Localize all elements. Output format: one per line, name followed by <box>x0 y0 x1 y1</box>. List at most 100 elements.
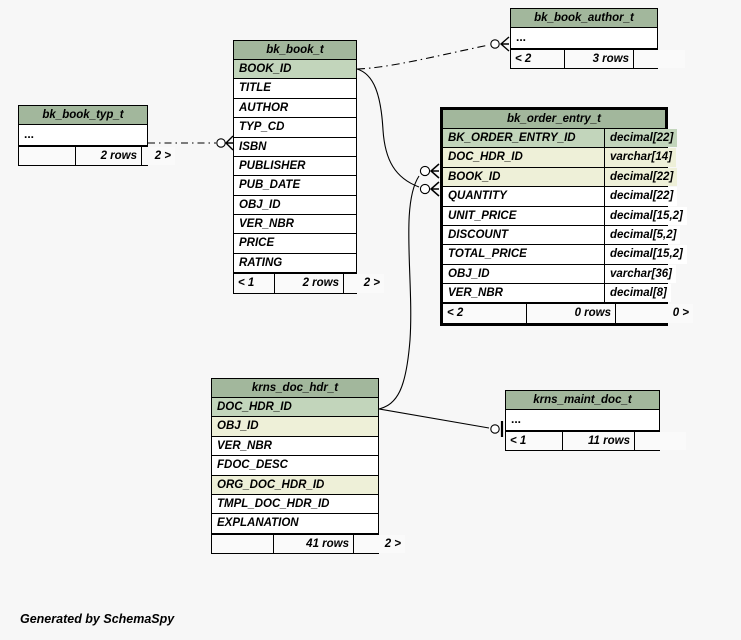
relationship-book-bookauthor <box>356 36 510 70</box>
column-name: BOOK_ID <box>234 60 356 79</box>
row-count-label: 0 rows <box>526 304 615 323</box>
row-count-label: 2 rows <box>274 274 343 293</box>
relationship-book-orderentry <box>356 68 440 197</box>
column-name: TITLE <box>234 79 356 98</box>
column-type: varchar[36] <box>604 264 677 283</box>
column-row[interactable]: VER_NBR <box>234 215 356 235</box>
prev-page-link[interactable]: < 2 <box>511 50 564 69</box>
column-name: UNIT_PRICE <box>443 206 604 225</box>
column-name: DISCOUNT <box>443 225 604 245</box>
column-name: ISBN <box>234 137 356 156</box>
next-page-link[interactable] <box>634 432 686 451</box>
relationship-dochdr-orderentry <box>378 163 440 410</box>
table-title: bk_book_t <box>234 41 356 60</box>
column-row[interactable]: OBJ_ID <box>212 417 378 437</box>
next-page-link[interactable]: 2 > <box>141 147 175 166</box>
next-page-link[interactable] <box>633 50 685 69</box>
column-name: VER_NBR <box>212 436 378 456</box>
column-type: decimal[8] <box>604 284 671 303</box>
generated-by-label: Generated by SchemaSpy <box>20 612 175 626</box>
row-count-label: 11 rows <box>562 432 634 451</box>
prev-page-link[interactable] <box>212 534 273 553</box>
column-type: decimal[5,2] <box>604 225 681 245</box>
column-name: QUANTITY <box>443 187 604 206</box>
column-name: AUTHOR <box>234 98 356 118</box>
prev-page-link[interactable]: < 1 <box>234 274 274 293</box>
column-name: OBJ_ID <box>443 264 604 283</box>
column-name: FDOC_DESC <box>212 456 378 475</box>
column-type: decimal[22] <box>604 167 678 187</box>
column-row[interactable]: EXPLANATION <box>212 514 378 534</box>
column-row[interactable]: RATING <box>234 253 356 274</box>
collapsed-columns-ellipsis: ... <box>19 125 147 146</box>
column-row[interactable]: TYP_CD <box>234 118 356 138</box>
next-page-link[interactable]: 2 > <box>343 274 384 293</box>
next-page-link[interactable]: 2 > <box>353 534 405 553</box>
next-page-link[interactable]: 0 > <box>615 304 693 323</box>
prev-page-link[interactable] <box>19 147 75 166</box>
collapsed-columns-ellipsis: ... <box>511 28 657 49</box>
column-name: DOC_HDR_ID <box>212 398 378 417</box>
column-name: EXPLANATION <box>212 514 378 533</box>
table-title: krns_maint_doc_t <box>506 391 659 410</box>
column-name: BK_ORDER_ENTRY_ID <box>443 129 604 148</box>
table-title: bk_book_typ_t <box>19 106 147 125</box>
column-row[interactable]: FDOC_DESC <box>212 456 378 476</box>
column-row[interactable]: VER_NBR <box>212 436 378 457</box>
table-title: bk_book_author_t <box>511 9 657 28</box>
column-type: decimal[22] <box>604 187 678 206</box>
column-row[interactable]: TMPL_DOC_HDR_ID <box>212 494 378 515</box>
column-row[interactable]: AUTHOR <box>234 98 356 119</box>
column-row[interactable]: DOC_HDR_ID <box>212 398 378 418</box>
column-type: decimal[22] <box>604 129 678 148</box>
prev-page-link[interactable]: < 2 <box>443 304 526 323</box>
column-type: decimal[15,2] <box>604 245 687 264</box>
column-row[interactable]: ISBN <box>234 137 356 157</box>
column-type: decimal[15,2] <box>604 206 687 225</box>
column-row[interactable]: BOOK_ID <box>234 60 356 80</box>
column-row[interactable]: TITLE <box>234 79 356 99</box>
column-row[interactable]: PUBLISHER <box>234 156 356 177</box>
column-row[interactable]: ORG_DOC_HDR_ID <box>212 475 378 495</box>
row-count-label: 2 rows <box>75 147 141 166</box>
column-row[interactable]: PUB_DATE <box>234 176 356 196</box>
column-name: VER_NBR <box>443 284 604 303</box>
collapsed-columns-ellipsis: ... <box>506 410 659 431</box>
column-name: DOC_HDR_ID <box>443 148 604 167</box>
column-row[interactable]: OBJ_ID <box>234 195 356 215</box>
prev-page-link[interactable]: < 1 <box>506 432 562 451</box>
column-name: RATING <box>234 253 356 273</box>
column-row[interactable]: PRICE <box>234 234 356 254</box>
column-name: ORG_DOC_HDR_ID <box>212 475 378 494</box>
column-name: PRICE <box>234 234 356 253</box>
table-title: bk_order_entry_t <box>443 110 665 129</box>
row-count-label: 3 rows <box>564 50 633 69</box>
column-name: PUB_DATE <box>234 176 356 195</box>
column-name: TOTAL_PRICE <box>443 245 604 264</box>
row-count-label: 41 rows <box>273 534 353 553</box>
column-type: varchar[14] <box>604 148 677 167</box>
table-title: krns_doc_hdr_t <box>212 379 378 398</box>
column-name: PUBLISHER <box>234 156 356 176</box>
